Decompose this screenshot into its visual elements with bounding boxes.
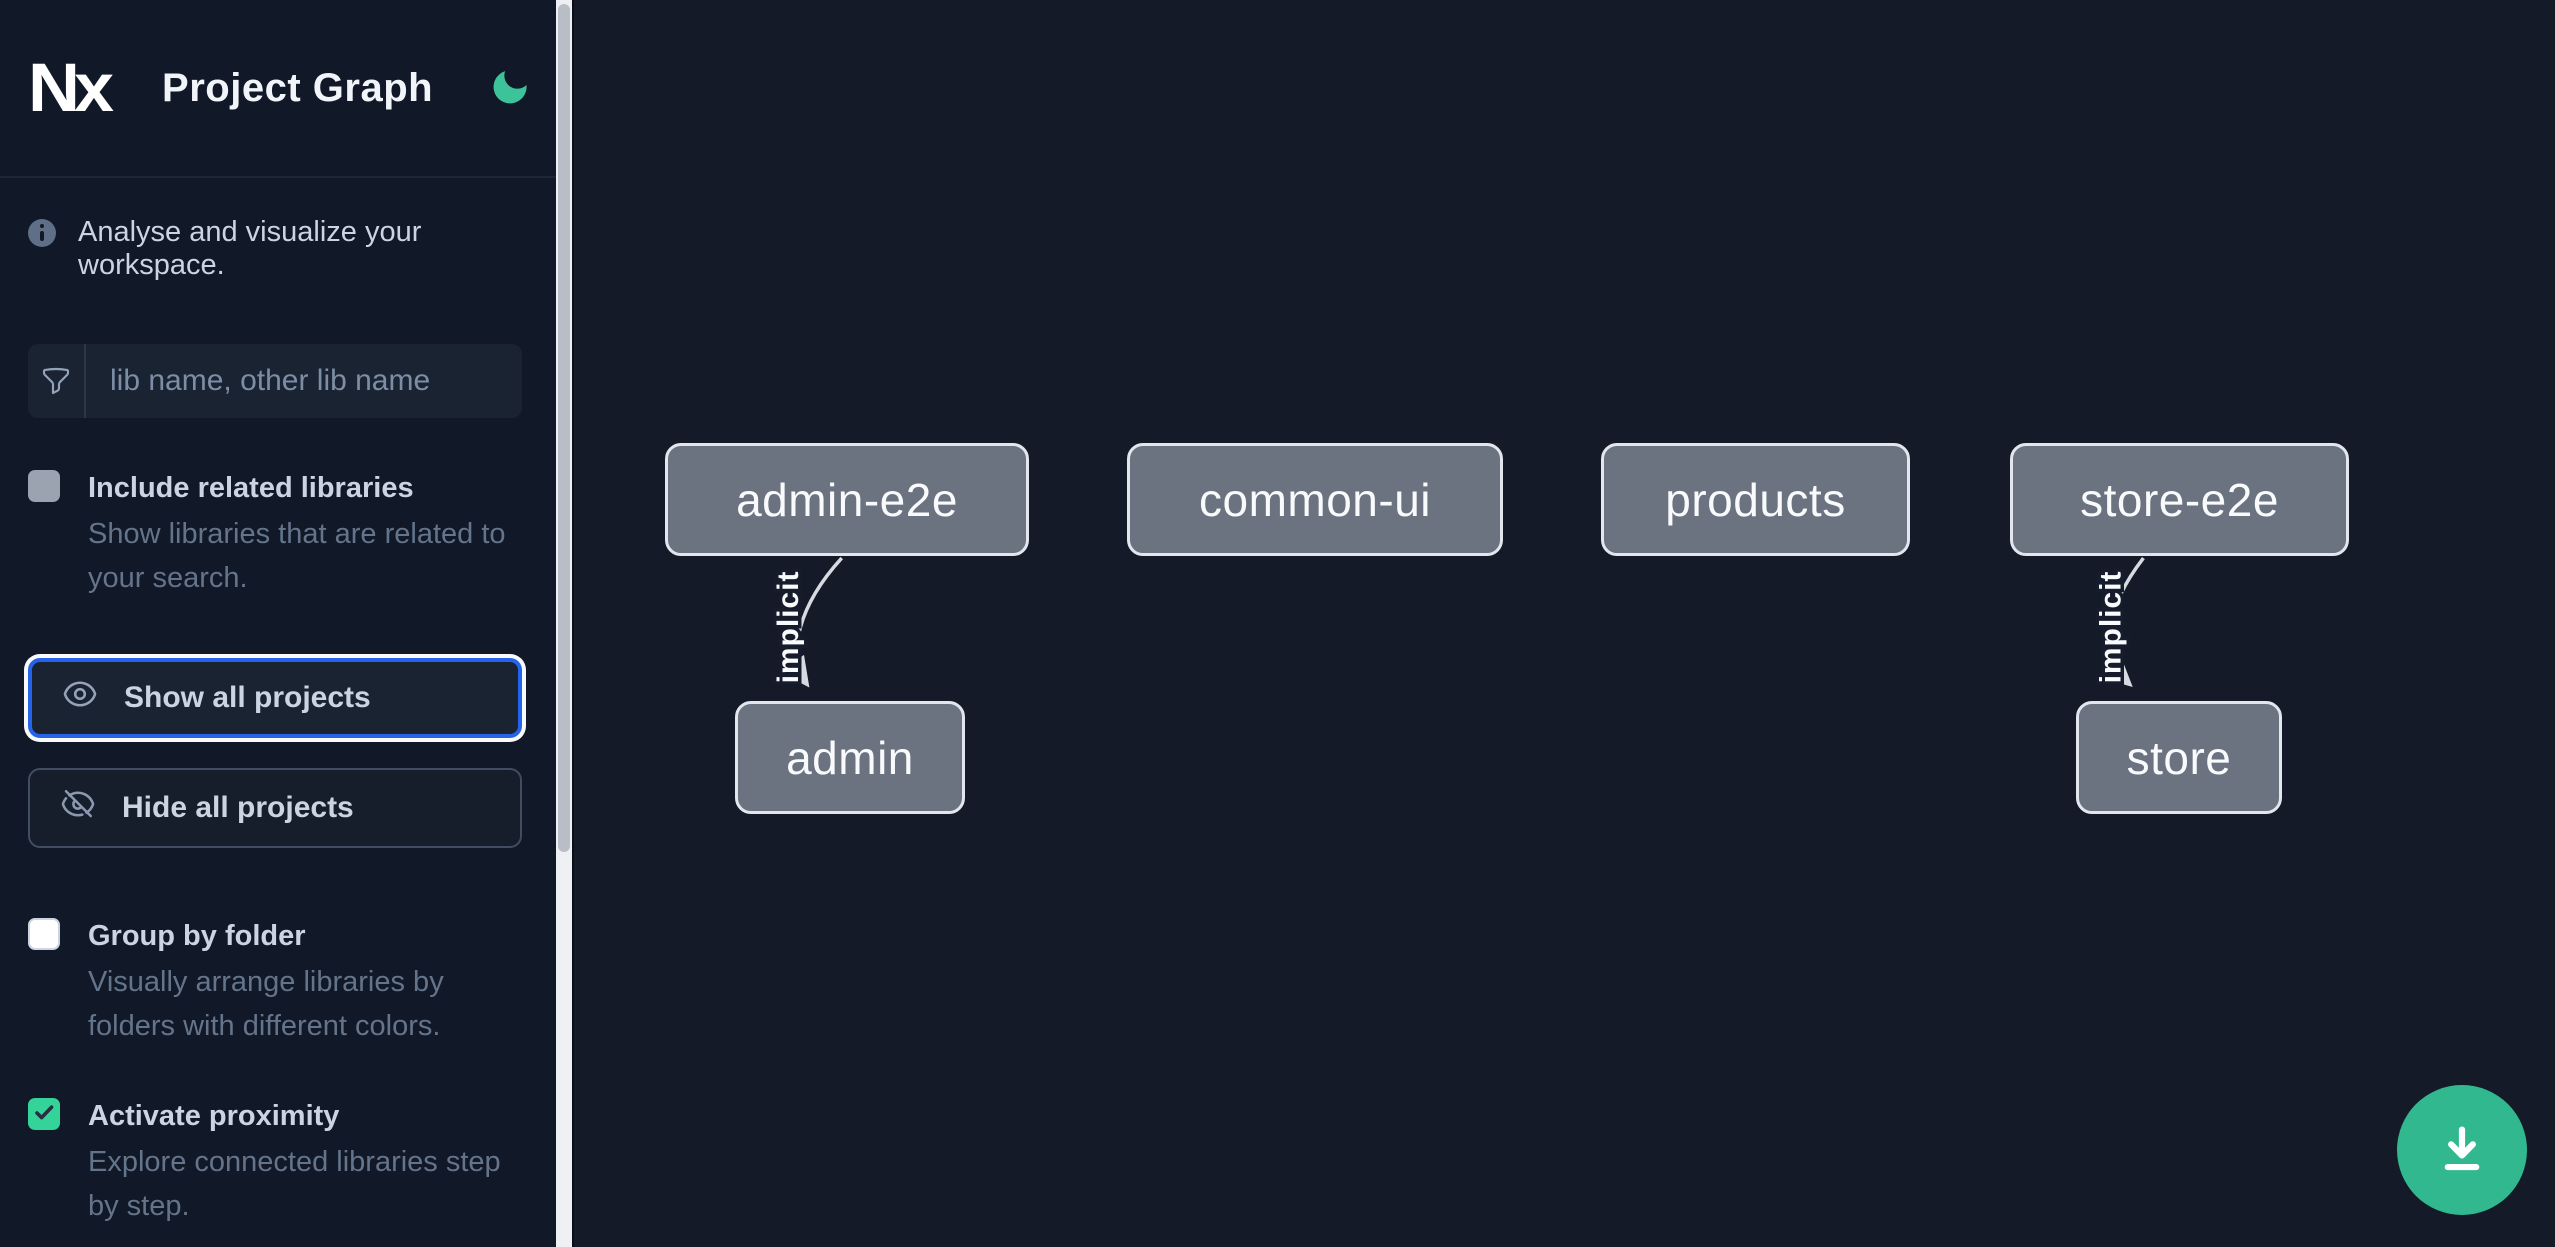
project-node-store-e2e[interactable]: store-e2e [2010, 443, 2349, 556]
option-activate-proximity: Activate proximity Explore connected lib… [28, 1094, 522, 1228]
graph-canvas[interactable]: implicit implicit admin-e2e common-ui pr… [572, 0, 2555, 1247]
check-icon [32, 1100, 56, 1129]
option-text: Activate proximity Explore connected lib… [88, 1094, 522, 1228]
edge-label: implicit [2094, 571, 2127, 684]
option-text: Group by folder Visually arrange librari… [88, 914, 522, 1048]
group-by-folder-checkbox[interactable] [28, 918, 60, 950]
graph-edges-layer: implicit implicit [768, 556, 2145, 688]
option-description: Show libraries that are related to your … [88, 518, 506, 594]
option-include-related: Include related libraries Show libraries… [28, 466, 522, 600]
option-label[interactable]: Group by folder [88, 920, 306, 952]
tagline-row: Analyse and visualize your workspace. [28, 216, 522, 282]
scrollbar-thumb[interactable] [558, 4, 570, 852]
moon-icon [488, 65, 532, 112]
sidebar-header: Nx Project Graph [0, 0, 556, 178]
download-graph-button[interactable] [2397, 1085, 2527, 1215]
option-label[interactable]: Activate proximity [88, 1100, 340, 1132]
sidebar: Nx Project Graph Analyse and visualize y… [0, 0, 572, 1247]
option-description: Visually arrange libraries by folders wi… [88, 966, 444, 1042]
project-node-common-ui[interactable]: common-ui [1127, 443, 1503, 556]
eye-off-icon [60, 786, 96, 830]
download-icon [2431, 1118, 2493, 1183]
project-node-admin[interactable]: admin [735, 701, 965, 814]
eye-icon [62, 676, 98, 720]
filter-box [28, 344, 522, 418]
option-text: Include related libraries Show libraries… [88, 466, 522, 600]
filter-input[interactable] [86, 344, 522, 418]
edge-label: implicit [772, 571, 805, 684]
page-title: Project Graph [162, 65, 434, 110]
sidebar-content: Nx Project Graph Analyse and visualize y… [0, 0, 556, 1247]
nx-logo: Nx [28, 50, 114, 126]
project-node-store[interactable]: store [2076, 701, 2282, 814]
option-group-by-folder: Group by folder Visually arrange librari… [28, 914, 522, 1048]
project-node-admin-e2e[interactable]: admin-e2e [665, 443, 1029, 556]
button-label: Show all projects [124, 681, 371, 714]
hide-all-projects-button[interactable]: Hide all projects [28, 768, 522, 848]
edge-store-e2e-to-store [2100, 556, 2145, 687]
funnel-icon [28, 344, 86, 418]
show-all-projects-button[interactable]: Show all projects [28, 658, 522, 738]
dark-mode-toggle[interactable] [484, 62, 536, 114]
option-description: Explore connected libraries step by step… [88, 1146, 501, 1222]
button-label: Hide all projects [122, 791, 354, 824]
option-label[interactable]: Include related libraries [88, 472, 414, 504]
sidebar-scrollbar[interactable] [556, 0, 572, 1247]
include-related-checkbox[interactable] [28, 470, 60, 502]
info-icon [28, 219, 56, 247]
project-node-products[interactable]: products [1601, 443, 1910, 556]
edge-admin-e2e-to-admin [779, 556, 844, 688]
activate-proximity-checkbox[interactable] [28, 1098, 60, 1130]
tagline-text: Analyse and visualize your workspace. [78, 216, 422, 281]
